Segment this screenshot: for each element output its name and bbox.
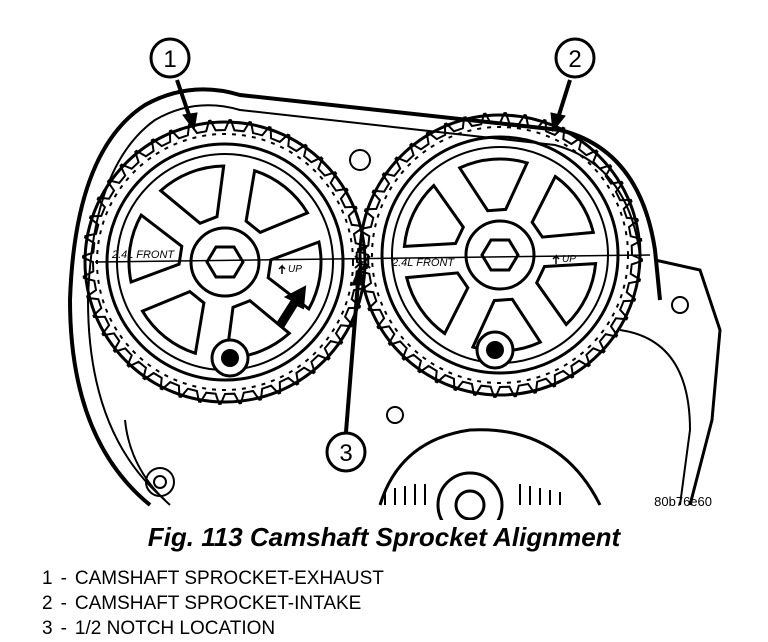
legend-item: 3-1/2 NOTCH LOCATION bbox=[42, 616, 384, 641]
legend-number: 3 bbox=[42, 618, 53, 639]
spoke-window bbox=[402, 183, 466, 248]
sprocket-spoke-windows bbox=[127, 164, 323, 360]
legend-separator: - bbox=[60, 618, 67, 639]
callout-2-number: 2 bbox=[568, 46, 581, 73]
left-up-marking: UP bbox=[288, 264, 302, 275]
sprocket-teeth bbox=[82, 119, 368, 405]
spoke-window bbox=[127, 212, 184, 285]
right-up-arrow-icon bbox=[552, 254, 560, 264]
legend-list: 1-CAMSHAFT SPROCKET-EXHAUST 2-CAMSHAFT S… bbox=[42, 566, 384, 641]
spoke-window bbox=[244, 168, 310, 235]
callout-2: 2 bbox=[554, 37, 596, 79]
sprocket-teeth bbox=[357, 112, 643, 398]
image-code: 80b76e60 bbox=[654, 494, 712, 509]
spoke-window bbox=[140, 289, 206, 356]
legend-number: 2 bbox=[42, 593, 53, 614]
callout-leaders bbox=[175, 79, 572, 433]
legend-separator: - bbox=[60, 593, 67, 614]
callout-3-number: 3 bbox=[339, 440, 352, 467]
callout-1: 1 bbox=[149, 37, 191, 79]
spoke-window bbox=[457, 157, 530, 213]
legend-text: CAMSHAFT SPROCKET-EXHAUST bbox=[74, 568, 384, 589]
timing-mark-line bbox=[94, 254, 651, 263]
legend-text: 1/2 NOTCH LOCATION bbox=[74, 618, 276, 639]
spoke-window bbox=[404, 271, 470, 336]
callout-1-number: 1 bbox=[163, 46, 176, 73]
legend-item: 2-CAMSHAFT SPROCKET-INTAKE bbox=[42, 591, 384, 616]
callout-3: 3 bbox=[325, 431, 367, 473]
figure-caption: Fig. 113 Camshaft Sprocket Alignment bbox=[147, 522, 621, 552]
left-front-marking: 2.4L FRONT bbox=[111, 249, 175, 261]
rotation-direction-arrow-icon bbox=[276, 285, 307, 328]
half-notch-mark bbox=[354, 255, 371, 269]
legend-separator: - bbox=[60, 568, 67, 589]
camshaft-sprocket-diagram: 2.4L FRONT UP 2.4L FRONT UP 1 2 3 80b76e… bbox=[67, 37, 722, 520]
right-front-marking: 2.4L FRONT bbox=[391, 257, 455, 269]
crankshaft-sprocket bbox=[378, 428, 602, 520]
timing-belt-cover bbox=[67, 87, 722, 507]
spoke-window bbox=[530, 174, 596, 239]
spoke-window bbox=[158, 164, 226, 226]
right-up-marking: UP bbox=[562, 254, 576, 265]
legend-number: 1 bbox=[42, 568, 53, 589]
legend-item: 1-CAMSHAFT SPROCKET-EXHAUST bbox=[42, 566, 384, 591]
spoke-window bbox=[534, 262, 598, 327]
left-up-arrow-icon bbox=[278, 264, 286, 274]
legend-text: CAMSHAFT SPROCKET-INTAKE bbox=[74, 593, 362, 614]
sprocket-spoke-windows bbox=[402, 157, 598, 353]
